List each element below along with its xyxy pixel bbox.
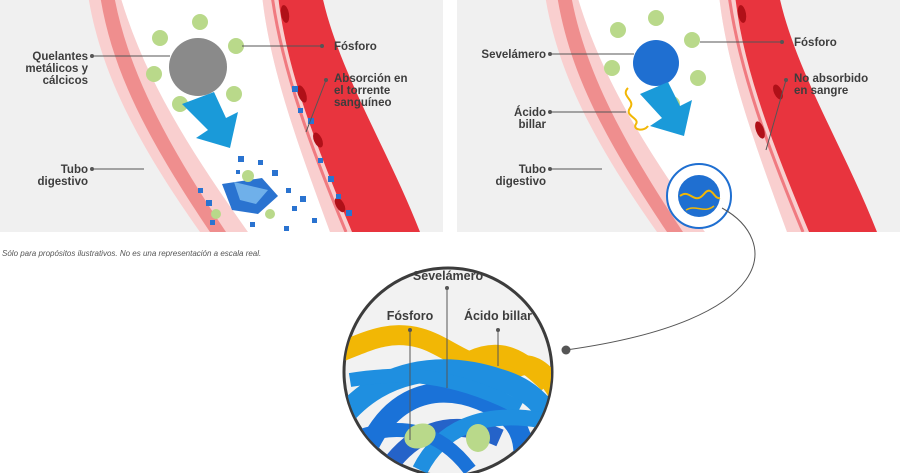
phosphorus-in-mesh bbox=[404, 423, 490, 452]
label-fosforo-left: Fósforo bbox=[242, 41, 377, 53]
precipitate-complex bbox=[211, 170, 278, 219]
svg-text:sanguíneo: sanguíneo bbox=[334, 97, 392, 109]
svg-text:Tubo: Tubo bbox=[61, 164, 88, 176]
zoom-label-acido-billar: Ácido billar bbox=[464, 308, 532, 323]
svg-text:Fósforo: Fósforo bbox=[334, 41, 377, 53]
blood-vessel bbox=[278, 0, 420, 232]
bile-acid-strand bbox=[624, 87, 649, 131]
label-no-absorbido: No absorbido en sangre bbox=[765, 73, 868, 151]
magnified-inset-small bbox=[666, 163, 732, 229]
sevelamer-arrow bbox=[640, 82, 692, 136]
right-panel: Sevelámero Fósforo No absorbido en sangr… bbox=[457, 0, 900, 232]
label-acido-billar-right: Ácido billar bbox=[514, 106, 626, 131]
zoom-label-sevelamero: Sevelámero bbox=[413, 269, 484, 283]
zoom-connector-dot bbox=[561, 345, 571, 355]
svg-text:cálcicos: cálcicos bbox=[43, 75, 88, 87]
svg-text:el torrente: el torrente bbox=[334, 85, 390, 97]
absorbed-particles bbox=[198, 86, 352, 231]
disclaimer-text: Sólo para propósitos ilustrativos. No es… bbox=[2, 249, 261, 258]
svg-text:Quelantes: Quelantes bbox=[32, 51, 88, 63]
sevelamer-particle bbox=[633, 40, 679, 86]
svg-text:en sangre: en sangre bbox=[794, 85, 848, 97]
sevelamer-mesh bbox=[345, 359, 551, 473]
svg-text:Fósforo: Fósforo bbox=[794, 37, 837, 49]
svg-text:Sevelámero: Sevelámero bbox=[481, 49, 546, 61]
phosphorus-particles bbox=[146, 14, 244, 112]
zoom-label-fosforo: Fósforo bbox=[387, 309, 434, 323]
red-blood-cell bbox=[313, 132, 323, 148]
label-tubo-left: Tubo digestivo bbox=[38, 164, 144, 188]
svg-text:Ácido: Ácido bbox=[514, 106, 546, 119]
label-absorcion: Absorción en el torrente sanguíneo bbox=[305, 73, 407, 133]
label-quelantes: Quelantes metálicos y cálcicos bbox=[25, 51, 170, 87]
label-tubo-right: Tubo digestivo bbox=[496, 164, 602, 188]
left-panel: Quelantes metálicos y cálcicos Fósforo A… bbox=[0, 0, 443, 232]
svg-text:Absorción en: Absorción en bbox=[334, 73, 407, 85]
label-fosforo-right: Fósforo bbox=[700, 37, 837, 49]
red-blood-cell bbox=[297, 85, 307, 103]
svg-text:digestivo: digestivo bbox=[38, 176, 88, 188]
svg-text:digestivo: digestivo bbox=[496, 176, 546, 188]
binder-particle bbox=[169, 38, 227, 96]
svg-text:metálicos y: metálicos y bbox=[25, 63, 88, 75]
red-blood-cell bbox=[280, 5, 290, 23]
blood-vessel-right bbox=[735, 0, 877, 232]
svg-text:No absorbido: No absorbido bbox=[794, 73, 868, 85]
intestine-wall-right bbox=[557, 0, 683, 232]
label-sevelamero-right: Sevelámero bbox=[481, 49, 634, 61]
svg-text:billar: billar bbox=[519, 119, 547, 131]
binding-arrow bbox=[182, 92, 238, 148]
zoom-inset: Sevelámero Fósforo Ácido billar bbox=[342, 266, 554, 473]
intestine-wall-inner bbox=[100, 0, 226, 232]
svg-text:Tubo: Tubo bbox=[519, 164, 546, 176]
zoom-connector-line bbox=[565, 207, 756, 351]
red-blood-cell bbox=[334, 197, 346, 213]
